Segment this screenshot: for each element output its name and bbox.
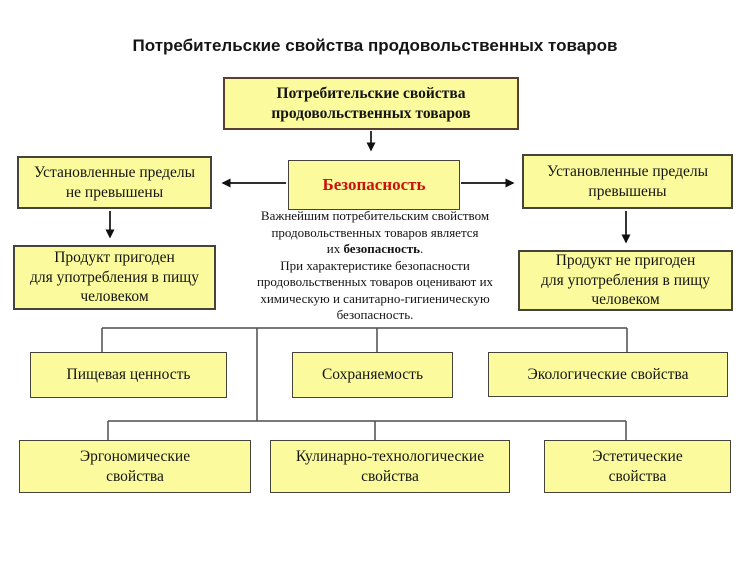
product-fit-line2: для употребления в пищу	[30, 268, 199, 286]
safety-note-line3: их безопасность.	[225, 241, 525, 258]
ecological-label: Экологические свойства	[527, 365, 689, 383]
product-unfit-line1: Продукт не пригоден	[555, 251, 696, 269]
keeping-label: Сохраняемость	[321, 366, 424, 384]
node-aesthetic: Эстетические свойства	[544, 440, 731, 493]
product-unfit-line3: человеком	[591, 291, 660, 309]
aesthetic-line1: Эстетические	[592, 447, 683, 465]
safety-note-line7: безопасность.	[336, 307, 414, 322]
node-ergonomic: Эргономические свойства	[19, 440, 251, 493]
limits-exceeded-line2: превышены	[588, 182, 667, 200]
product-unfit-line2: для употребления в пищу	[541, 271, 710, 289]
node-culinary-technological: Кулинарно-технологические свойства	[270, 440, 510, 493]
node-safety: Безопасность	[288, 160, 460, 210]
food-value-label: Пищевая ценность	[66, 366, 191, 384]
node-limits-exceeded: Установленные пределы превышены	[522, 154, 733, 209]
node-root-consumer-properties: Потребительские свойства продовольственн…	[223, 77, 519, 130]
limits-not-exceeded-line2: не превышены	[65, 183, 164, 201]
ergonomic-line2: свойства	[106, 467, 164, 485]
node-product-unfit: Продукт не пригоден для употребления в п…	[518, 250, 733, 311]
safety-note-line6: химическую и санитарно-гигиеническую	[260, 290, 490, 306]
safety-label: Безопасность	[322, 175, 426, 195]
node-root-line1: Потребительские свойства	[276, 84, 466, 102]
safety-note-line3-suffix: .	[420, 241, 424, 256]
limits-not-exceeded-line1: Установленные пределы	[33, 163, 195, 181]
ergonomic-line1: Эргономические	[79, 447, 191, 465]
safety-note-line1: Важнейшим потребительским свойством	[260, 208, 490, 223]
page-title: Потребительские свойства продовольственн…	[132, 36, 618, 55]
node-food-value: Пищевая ценность	[30, 352, 227, 398]
node-ecological: Экологические свойства	[488, 352, 728, 397]
safety-note-line2: продовольственных товаров является	[271, 224, 479, 240]
product-fit-line1: Продукт пригоден	[54, 248, 175, 266]
safety-note-line4: При характеристике безопасности	[280, 257, 470, 273]
safety-note-line3-prefix: их	[326, 241, 344, 256]
safety-note: Важнейшим потребительским свойством прод…	[225, 208, 525, 324]
product-fit-line3: человеком	[80, 288, 149, 306]
limits-exceeded-line1: Установленные пределы	[546, 162, 708, 180]
aesthetic-line2: свойства	[608, 467, 667, 485]
node-root-line2: продовольственных товаров	[271, 104, 471, 122]
culinary-line1: Кулинарно-технологические	[295, 447, 485, 465]
safety-note-line3-bold: безопасность	[343, 241, 420, 256]
culinary-line2: свойства	[361, 467, 419, 485]
node-product-fit: Продукт пригоден для употребления в пищу…	[13, 245, 216, 310]
node-limits-not-exceeded: Установленные пределы не превышены	[17, 156, 212, 209]
node-keeping: Сохраняемость	[292, 352, 453, 398]
safety-note-line5: продовольственных товаров оценивают их	[256, 274, 494, 289]
